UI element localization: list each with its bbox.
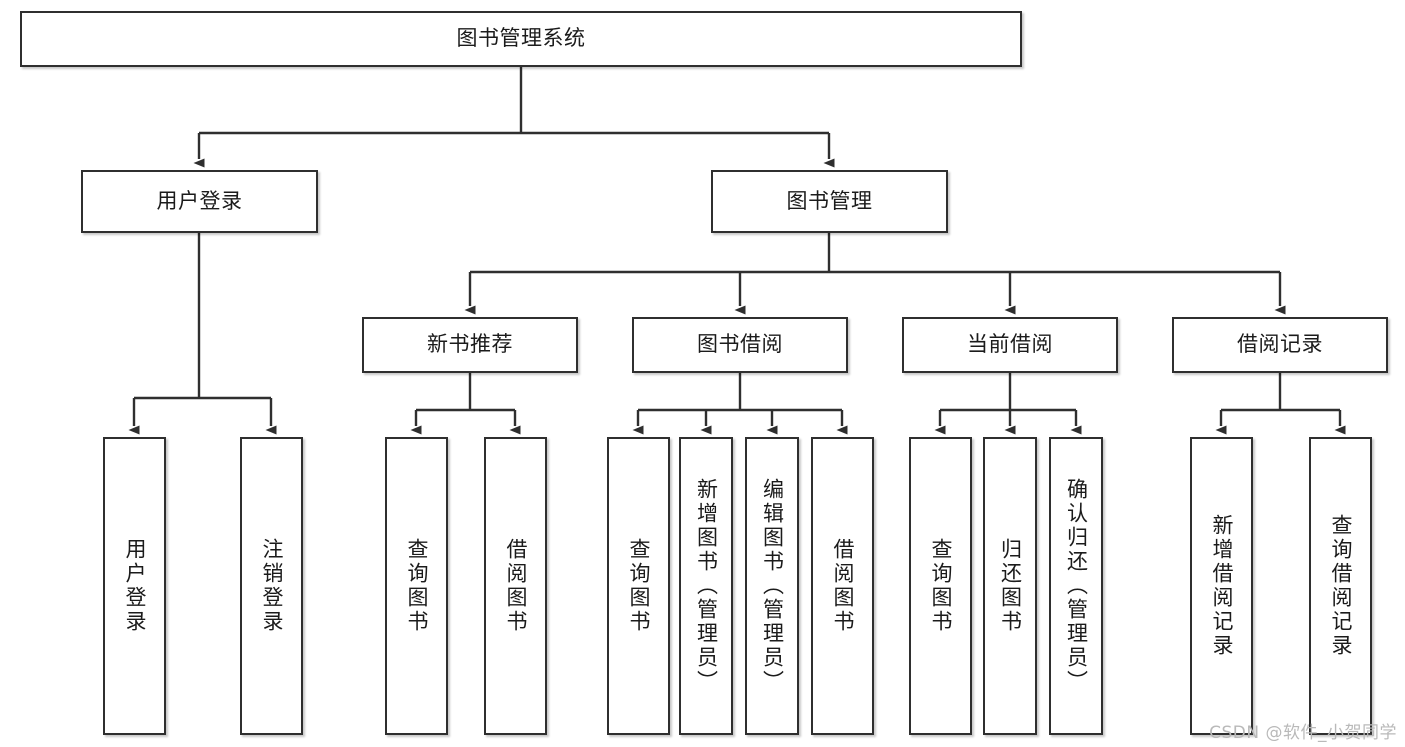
node-leaf-user-logout[interactable]: 注销登录 [240,437,303,735]
node-user-login-label: 用户登录 [156,188,243,213]
node-leaf-add-borrow-record-label: 新增借阅记录 [1210,514,1234,658]
node-book-borrow[interactable]: 图书借阅 [632,317,848,373]
node-leaf-query-borrow-record-label: 查询借阅记录 [1329,514,1353,658]
node-leaf-query-book-rec[interactable]: 查询图书 [385,437,448,735]
node-current-borrow[interactable]: 当前借阅 [902,317,1118,373]
node-leaf-add-book-admin[interactable]: 新增图书（管理员） [679,437,733,735]
node-book-borrow-label: 图书借阅 [697,332,783,357]
node-leaf-user-login[interactable]: 用户登录 [103,437,166,735]
node-leaf-return-book-label: 归还图书 [998,538,1023,634]
node-leaf-add-borrow-record[interactable]: 新增借阅记录 [1190,437,1253,735]
node-leaf-query-book-borrow-label: 查询图书 [627,538,651,634]
node-current-borrow-label: 当前借阅 [967,332,1053,357]
node-borrow-record[interactable]: 借阅记录 [1172,317,1388,373]
node-book-manage-label: 图书管理 [786,188,873,213]
node-leaf-borrow-book[interactable]: 借阅图书 [811,437,874,735]
node-borrow-record-label: 借阅记录 [1237,332,1323,357]
node-new-book-recommend[interactable]: 新书推荐 [362,317,578,373]
node-leaf-return-book[interactable]: 归还图书 [983,437,1037,735]
node-leaf-borrow-book-rec-label: 借阅图书 [504,538,528,634]
node-leaf-edit-book-admin-label: 编辑图书（管理员） [760,478,785,694]
node-leaf-confirm-return-admin[interactable]: 确认归还（管理员） [1049,437,1103,735]
node-leaf-query-borrow-record[interactable]: 查询借阅记录 [1309,437,1372,735]
node-leaf-query-book-borrow[interactable]: 查询图书 [607,437,670,735]
node-leaf-confirm-return-admin-label: 确认归还（管理员） [1064,478,1089,694]
node-leaf-borrow-book-rec[interactable]: 借阅图书 [484,437,547,735]
node-new-book-recommend-label: 新书推荐 [427,332,513,357]
node-leaf-query-book-current[interactable]: 查询图书 [909,437,972,735]
node-leaf-user-login-label: 用户登录 [123,538,147,634]
node-leaf-add-book-admin-label: 新增图书（管理员） [694,478,719,694]
node-leaf-borrow-book-label: 借阅图书 [831,538,855,634]
node-leaf-query-book-current-label: 查询图书 [929,538,953,634]
node-user-login[interactable]: 用户登录 [81,170,318,233]
node-book-manage[interactable]: 图书管理 [711,170,948,233]
node-leaf-query-book-rec-label: 查询图书 [405,538,429,634]
node-leaf-user-logout-label: 注销登录 [260,538,284,634]
node-root-label: 图书管理系统 [456,26,586,51]
node-leaf-edit-book-admin[interactable]: 编辑图书（管理员） [745,437,799,735]
node-root[interactable]: 图书管理系统 [20,11,1022,67]
watermark: CSDN @软件_小贺同学 [1209,723,1397,743]
